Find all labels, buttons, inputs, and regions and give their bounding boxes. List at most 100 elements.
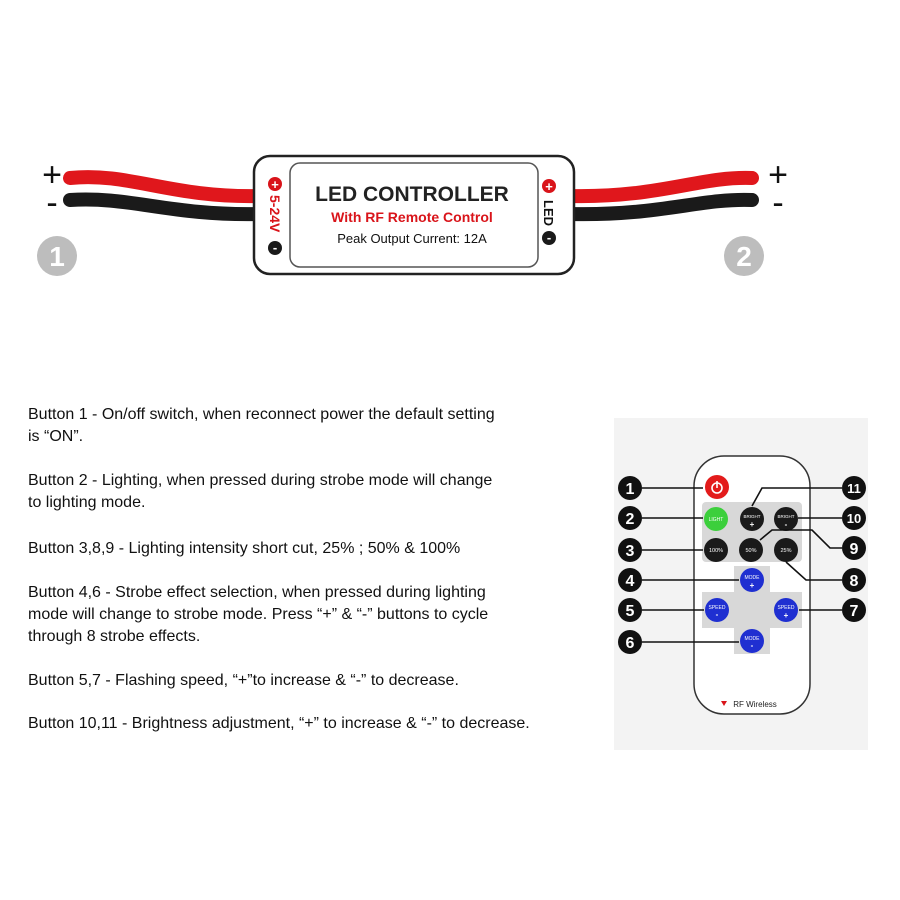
input-plus-icon-glyph: + <box>271 177 279 192</box>
bright-minus-label: BRIGHT <box>777 514 794 519</box>
callout-10-text: 10 <box>847 511 861 526</box>
controller-current: Peak Output Current: 12A <box>337 231 487 246</box>
output-plus-icon <box>542 179 556 193</box>
callout-6: 6 <box>618 630 642 654</box>
speed-minus-label: SPEED <box>709 605 726 611</box>
description-button-4-6: Button 4,6 - Strobe effect selection, wh… <box>28 582 628 648</box>
output-number-badge: 2 <box>724 236 764 276</box>
callout-11-text: 11 <box>847 481 861 496</box>
description-button-2: Button 2 - Lighting, when pressed during… <box>28 470 628 514</box>
led-controller: LED CONTROLLER With RF Remote Control Pe… <box>252 154 576 276</box>
wireless-icon <box>721 701 727 706</box>
description-line: Button 5,7 - Flashing speed, “+”to incre… <box>28 672 459 689</box>
bright-plus-label: BRIGHT <box>743 514 760 519</box>
input-red-wire <box>63 170 267 204</box>
callout-11: 11 <box>842 476 866 500</box>
output-red-wire <box>563 170 759 204</box>
input-number-badge: 1 <box>37 236 77 276</box>
callout-10: 10 <box>842 506 866 530</box>
power-button[interactable] <box>705 475 729 499</box>
speed-minus-button[interactable]: SPEED - <box>705 598 729 622</box>
description-line: Button 3,8,9 - Lighting intensity short … <box>28 540 461 557</box>
mode-minus-button[interactable]: MODE - <box>740 629 764 653</box>
input-voltage-label: + 5-24V - <box>267 177 283 255</box>
output-minus-sign: - <box>772 184 783 222</box>
input-minus-sign: - <box>46 184 57 222</box>
speed-plus-label: SPEED <box>778 605 795 611</box>
input-minus-icon <box>268 241 282 255</box>
description-line: to lighting mode. <box>28 494 146 511</box>
description-button-1: Button 1 - On/off switch, when reconnect… <box>28 404 628 448</box>
description-line: Button 4,6 - Strobe effect selection, wh… <box>28 584 486 601</box>
intensity-100-label: 100% <box>709 548 723 554</box>
input-wires <box>63 170 267 222</box>
description-line: Button 10,11 - Brightness adjustment, “+… <box>28 715 530 732</box>
intensity-100-button[interactable]: 100% <box>704 538 728 562</box>
output-led-text: LED <box>541 200 556 226</box>
output-black-wire <box>563 192 759 222</box>
description-button-3-8-9: Button 3,8,9 - Lighting intensity short … <box>28 538 628 560</box>
description-button-5-7: Button 5,7 - Flashing speed, “+”to incre… <box>28 670 628 692</box>
speed-plus-button[interactable]: SPEED + <box>774 598 798 622</box>
input-number-text: 1 <box>49 241 65 272</box>
callout-4: 4 <box>618 568 642 592</box>
remote-footer-text: RF Wireless <box>733 700 777 709</box>
mode-plus-label: MODE <box>745 575 761 581</box>
remote-footer: RF Wireless <box>721 700 777 709</box>
output-plus-sign: + <box>768 156 788 194</box>
callout-5-text: 5 <box>626 603 635 620</box>
output-minus-icon-glyph: - <box>547 230 551 245</box>
callout-9: 9 <box>842 536 866 560</box>
description-button-10-11: Button 10,11 - Brightness adjustment, “+… <box>28 713 628 735</box>
description-line: Button 2 - Lighting, when pressed during… <box>28 472 493 489</box>
mode-minus-label: MODE <box>745 636 761 642</box>
callout-3-text: 3 <box>626 543 635 560</box>
callout-1-text: 1 <box>626 481 635 498</box>
bright-plus-sign: + <box>750 520 755 529</box>
callout-leaders <box>642 487 842 643</box>
callout-1: 1 <box>618 476 642 500</box>
callout-9-text: 9 <box>850 541 859 558</box>
intensity-25-button[interactable]: 25% <box>774 538 798 562</box>
description-line: is “ON”. <box>28 428 84 445</box>
callout-2-text: 2 <box>626 511 635 528</box>
callout-8: 8 <box>842 568 866 592</box>
description-line: through 8 strobe effects. <box>28 628 201 645</box>
input-black-wire <box>63 192 267 222</box>
callout-4-text: 4 <box>626 573 635 590</box>
callout-5: 5 <box>618 598 642 622</box>
bright-minus-button[interactable]: BRIGHT - <box>774 507 798 531</box>
intensity-50-label: 50% <box>745 548 756 554</box>
description-line: mode will change to strobe mode. Press “… <box>28 606 489 623</box>
output-minus-icon <box>542 231 556 245</box>
callout-2: 2 <box>618 506 642 530</box>
description-line: Button 1 - On/off switch, when reconnect… <box>28 406 495 423</box>
light-button-label: LIGHT <box>709 517 724 523</box>
bright-plus-button[interactable]: BRIGHT + <box>740 507 764 531</box>
speed-plus-sign: + <box>784 611 789 620</box>
remote-panel: LIGHT BRIGHT + BRIGHT - 100% 50% 25% <box>614 418 868 750</box>
controller-title: LED CONTROLLER <box>315 183 509 206</box>
callout-3: 3 <box>618 538 642 562</box>
input-plus-icon <box>268 177 282 191</box>
callout-7-text: 7 <box>850 603 859 620</box>
callout-7: 7 <box>842 598 866 622</box>
input-plus-sign: + <box>42 156 62 194</box>
bright-minus-sign: - <box>785 520 788 529</box>
callout-8-text: 8 <box>850 573 859 590</box>
output-led-label: + LED - <box>541 179 556 245</box>
output-number-text: 2 <box>736 241 752 272</box>
input-minus-icon-glyph: - <box>273 240 277 255</box>
mode-plus-sign: + <box>750 581 755 590</box>
controller-subtitle: With RF Remote Control <box>331 209 493 225</box>
mode-minus-sign: - <box>751 641 754 650</box>
speed-minus-sign: - <box>716 610 719 619</box>
mode-plus-button[interactable]: MODE + <box>740 568 764 592</box>
input-voltage-text: 5-24V <box>267 195 283 233</box>
intensity-50-button[interactable]: 50% <box>739 538 763 562</box>
output-plus-icon-glyph: + <box>545 179 553 194</box>
callout-6-text: 6 <box>626 635 635 652</box>
intensity-25-label: 25% <box>780 548 791 554</box>
light-button[interactable]: LIGHT <box>704 507 728 531</box>
